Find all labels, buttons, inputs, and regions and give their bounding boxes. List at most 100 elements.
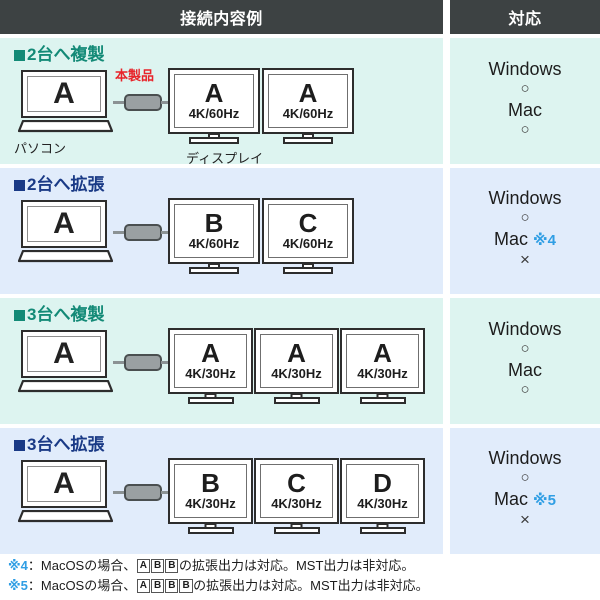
laptop-icon: A	[18, 70, 113, 136]
support-mark: ○	[520, 79, 530, 97]
row-title-text: 2台へ拡張	[27, 175, 105, 194]
monitor-resolution: 4K/30Hz	[271, 495, 322, 511]
laptop-screen: A	[21, 70, 107, 118]
row-title: 2台へ複製	[14, 46, 104, 63]
os-name: Mac	[508, 101, 542, 120]
monitor-letter: A	[204, 78, 224, 108]
bullet-square-icon	[14, 50, 25, 61]
monitor-resolution: 4K/30Hz	[357, 495, 408, 511]
support-mark: ○	[520, 208, 530, 226]
support-mark: ×	[520, 509, 530, 529]
footnote-mark: ※4	[8, 558, 28, 573]
monitor-stand	[262, 264, 354, 275]
os-name: Mac ※5	[494, 488, 556, 509]
laptop-screen-inner: A	[27, 206, 101, 242]
row-title-text: 3台へ拡張	[27, 435, 105, 454]
laptop-icon: A	[18, 200, 113, 266]
laptop-screen-inner: A	[27, 336, 101, 372]
footnote-reference: ※5	[533, 491, 556, 509]
laptop-base	[18, 250, 113, 263]
header-connection-examples-label: 接続内容例	[180, 11, 263, 28]
monitor-stand	[168, 134, 260, 145]
footnote-reference: ※4	[533, 231, 556, 249]
row-title: 3台へ拡張	[14, 436, 104, 453]
laptop-screen-letter: A	[53, 77, 75, 110]
cable-segment-left	[113, 231, 126, 234]
monitor-stand	[168, 264, 260, 275]
monitor-resolution: 4K/60Hz	[188, 105, 240, 121]
boxed-letter: B	[150, 559, 165, 574]
monitor-resolution: 4K/60Hz	[188, 235, 240, 251]
footnote-text-post: の拡張出力は対応。MST出力は非対応。	[193, 578, 429, 594]
monitor-letter: A	[298, 78, 318, 108]
os-name-text: Mac	[494, 488, 529, 509]
monitor-resolution: 4K/30Hz	[185, 365, 236, 381]
support-mark: ×	[520, 249, 530, 269]
monitor-resolution: 4K/30Hz	[357, 365, 408, 381]
footnote-separator: ：	[27, 578, 41, 594]
laptop-screen-inner: A	[27, 466, 101, 502]
monitor-resolution: 4K/30Hz	[185, 495, 236, 511]
cable-segment-right	[161, 231, 170, 234]
bullet-square-icon	[14, 180, 25, 191]
header-compatibility: 対応	[450, 0, 600, 34]
table-header: 接続内容例 対応	[0, 0, 600, 34]
adapter-connector	[124, 224, 162, 241]
boxed-letter: B	[150, 579, 165, 594]
laptop-icon: A	[18, 460, 113, 526]
monitor-resolution: 4K/30Hz	[271, 365, 322, 381]
monitor-letter: C	[298, 208, 318, 238]
os-name: Windows	[488, 59, 561, 79]
boxed-letter: A	[136, 579, 150, 594]
boxed-letter: B	[165, 579, 179, 594]
monitor-resolution: 4K/60Hz	[282, 235, 334, 251]
compatibility-cell: Windows○Mac ※4×	[450, 168, 600, 294]
monitor-stand	[254, 524, 339, 535]
bullet-square-icon	[14, 310, 25, 321]
footnote-mark: ※5	[8, 578, 28, 594]
os-name-text: Mac	[494, 228, 529, 249]
support-mark: ○	[520, 339, 530, 357]
boxed-letter: A	[136, 559, 150, 574]
laptop-base	[18, 120, 113, 133]
header-compatibility-label: 対応	[508, 11, 542, 28]
support-mark: ○	[520, 468, 530, 486]
laptop-screen-letter: A	[53, 337, 75, 370]
cable-segment-right	[161, 491, 170, 494]
adapter-connector	[124, 94, 162, 111]
boxed-letter: B	[165, 559, 179, 574]
compatibility-cell: Windows○Mac○	[450, 298, 600, 424]
monitor-stand	[168, 394, 253, 405]
adapter-connector	[124, 354, 162, 371]
os-name-text: Windows	[488, 447, 562, 468]
row-title: 2台へ拡張	[14, 176, 104, 193]
laptop-screen-inner: A	[27, 76, 101, 112]
monitor-stand	[340, 524, 425, 535]
cable-segment-left	[113, 491, 126, 494]
